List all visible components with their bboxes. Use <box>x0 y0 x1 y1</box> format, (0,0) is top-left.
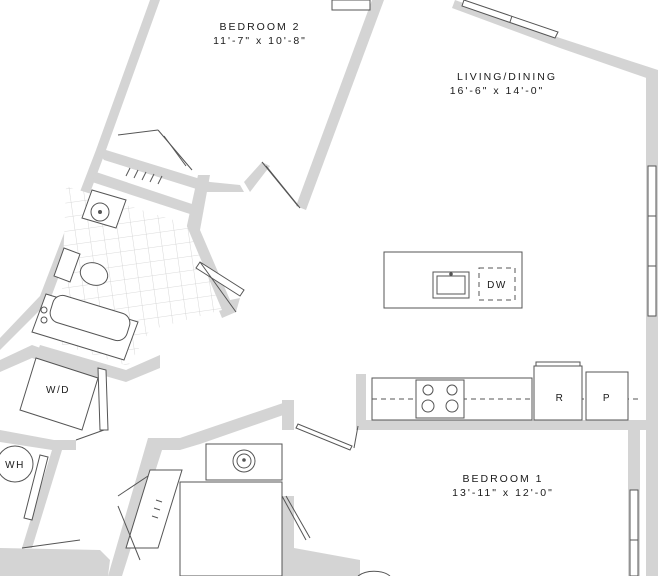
bath2-door <box>281 495 307 541</box>
bath2-left-wall <box>108 438 180 576</box>
window-upper-right <box>461 0 559 39</box>
pantry <box>585 371 629 421</box>
dishwasher <box>478 267 516 301</box>
exterior-wall-right <box>646 70 658 576</box>
bath-1 <box>31 186 245 366</box>
bath-top-wall <box>92 172 198 216</box>
laundry: W/D WH <box>0 357 109 549</box>
bedroom2-name: BEDROOM 2 <box>219 21 300 33</box>
bath-2 <box>117 443 311 576</box>
window-right-lower <box>629 489 639 576</box>
bedroom1-door <box>295 423 359 451</box>
bedroom2-closet <box>117 129 301 209</box>
bedroom1-dims: 13'-11" x 12'-0" <box>452 487 554 499</box>
bath-right-wall <box>186 175 210 230</box>
windows <box>331 0 657 576</box>
bedroom2-left-wall <box>96 0 160 150</box>
bath2-right-wall-upper <box>282 400 294 430</box>
kitchen-wall-left <box>356 374 366 430</box>
water-heater <box>0 445 34 483</box>
refrigerator-label: R <box>556 393 565 404</box>
bath-bottom-wall <box>36 345 160 382</box>
window-top <box>331 0 371 11</box>
refrigerator <box>533 365 583 421</box>
window-right-upper <box>647 165 657 317</box>
bedroom2-bottom-wall-right <box>244 162 270 192</box>
living-dining-name: LIVING/DINING <box>457 71 557 83</box>
toilet-tank <box>53 247 81 283</box>
kitchen: DW R P <box>371 251 640 421</box>
bedroom2-right-wall <box>296 0 384 210</box>
hall-left-wall <box>22 450 62 548</box>
wd-closet-bottom-wall <box>0 430 76 450</box>
living-dining-dims: 16'-6" x 14'-0" <box>450 85 545 97</box>
lower-left-wall <box>0 548 110 576</box>
washer-dryer-label: W/D <box>46 385 70 396</box>
water-heater-label: WH <box>5 460 25 471</box>
toilet-bowl <box>79 262 109 286</box>
bath2-top-wall <box>180 400 292 450</box>
bath2-right-wall <box>282 496 360 576</box>
door-swing-bottom <box>357 570 391 576</box>
range <box>415 379 465 419</box>
room-labels: BEDROOM 2 11'-7" x 10'-8" LIVING/DINING … <box>213 21 557 499</box>
bedroom1-name: BEDROOM 1 <box>462 473 543 485</box>
washer-dryer <box>19 357 99 431</box>
kitchen-wall <box>356 420 658 430</box>
bath-door <box>195 261 245 297</box>
bedroom2-dims: 11'-7" x 10'-8" <box>213 35 307 47</box>
pantry-label: P <box>603 393 611 404</box>
dishwasher-label: DW <box>487 280 507 291</box>
